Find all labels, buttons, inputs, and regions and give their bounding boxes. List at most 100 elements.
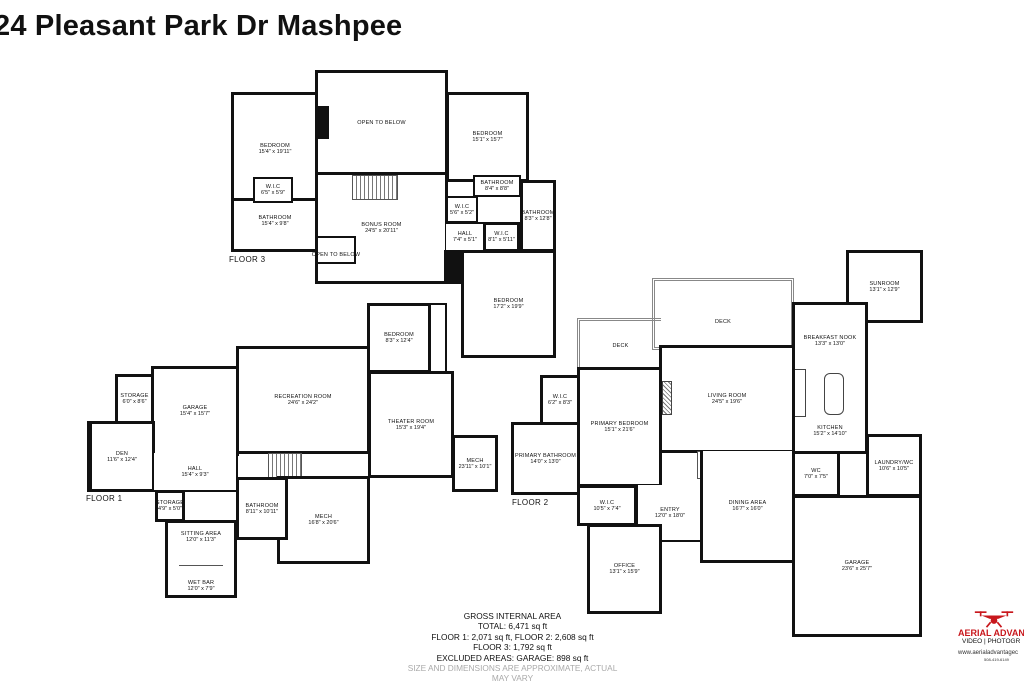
kitchen-island <box>824 373 844 415</box>
room-wc: WC 7'0" x 7'5" <box>792 451 840 497</box>
room-hall-f3: HALL 7'4" x 5'1" <box>446 222 484 252</box>
room-theater-room: THEATER ROOM 15'3" x 19'4" <box>368 371 454 478</box>
room-dims: 4'9" x 5'0" <box>157 506 183 512</box>
room-laundry-wc: LAUNDRY/WC 10'6" x 10'5" <box>866 434 922 497</box>
room-bedroom-f1: BEDROOM 8'3" x 12'4" <box>367 303 431 373</box>
room-dims: 24'5" x 20'11" <box>365 228 398 234</box>
room-name: OFFICE <box>613 563 636 569</box>
room-living-room: LIVING ROOM 24'5" x 19'6" <box>659 345 795 453</box>
room-dims: 14'0" x 13'0" <box>530 458 561 465</box>
room-deck-left: DECK <box>577 318 661 370</box>
area-excluded: EXCLUDED AREAS: GARAGE: 898 sq ft <box>436 652 589 663</box>
room-dims: 7'0" x 7'5" <box>803 474 829 480</box>
room-name: LIVING ROOM <box>707 393 747 399</box>
room-name: KITCHEN <box>817 425 843 431</box>
room-wic-f3-right: W.I.C 8'1" x 5'11" <box>483 222 520 252</box>
room-mech-f1-right: MECH 23'11" x 10'1" <box>452 435 498 492</box>
room-dims: 7'4" x 5'1" <box>452 237 478 243</box>
room-dims: 10'6" x 10'5" <box>878 465 910 472</box>
room-bedroom-f3-bottom: BEDROOM 17'2" x 19'9" <box>461 250 556 358</box>
room-name: DECK <box>612 343 629 349</box>
closet-f1 <box>429 303 447 373</box>
room-name: PRIMARY BEDROOM <box>590 421 649 427</box>
room-office: OFFICE 13'1" x 15'9" <box>587 524 662 614</box>
room-name: OPEN TO BELOW <box>311 252 361 258</box>
room-dims: 13'1" x 15'9" <box>609 569 640 575</box>
room-dims: 12'0" x 18'0" <box>654 512 686 519</box>
floor-2-label: FLOOR 2 <box>512 498 549 507</box>
room-name: BEDROOM <box>493 298 524 304</box>
room-dims: 23'11" x 10'1" <box>458 463 492 470</box>
room-dims: 15'4" x 19'11" <box>258 149 292 155</box>
room-name: W.I.C <box>494 231 509 237</box>
room-dims: 12'0" x 7'9" <box>187 586 215 592</box>
staircase <box>268 453 302 478</box>
area-disclaimer: SIZE AND DIMENSIONS ARE APPROXIMATE, ACT… <box>407 663 618 683</box>
room-name: W.I.C <box>265 184 281 190</box>
room-name: BEDROOM <box>384 332 414 338</box>
room-name: HALL <box>457 231 473 237</box>
room-name: BEDROOM <box>472 131 503 137</box>
room-name: DINING AREA <box>728 499 767 506</box>
room-name: W.I.C <box>552 394 568 400</box>
room-dims: 12'0" x 11'3" <box>186 537 216 543</box>
room-den: DEN 11'6" x 12'4" <box>87 421 155 492</box>
chimney-block <box>444 250 462 284</box>
room-dims: 16'8" x 20'6" <box>308 520 339 526</box>
room-wic-f2-lower: W.I.C 10'5" x 7'4" <box>577 485 637 526</box>
company-logo: AERIAL ADVAN VIDEO | PHOTOGR www.aeriala… <box>958 608 1024 662</box>
room-primary-bedroom: PRIMARY BEDROOM 15'1" x 21'6" <box>577 367 662 487</box>
room-name: PRIMARY BATHROOM <box>515 452 576 459</box>
room-dims: 15'4" x 15'7" <box>179 411 211 417</box>
room-name: BREAKFAST NOOK <box>803 335 857 341</box>
room-mech-f1: MECH 16'8" x 20'6" <box>277 476 370 564</box>
room-name: HALL <box>187 465 203 472</box>
logo-tagline: VIDEO | PHOTOGR <box>962 638 1021 645</box>
room-bathroom-f3-left: BATHROOM 15'4" x 9'8" <box>231 198 319 252</box>
room-bathroom-f1: BATHROOM 8'11" x 10'11" <box>236 477 288 540</box>
room-name: WET BAR <box>187 580 215 586</box>
room-dims: 6'0" x 8'6" <box>122 399 147 405</box>
room-sitting-area: SITTING AREA 12'0" x 11'3" WET BAR 12'0"… <box>165 520 237 598</box>
room-name: W.I.C <box>454 203 470 210</box>
room-dims: 8'3" x 12'8" <box>524 216 552 222</box>
room-name: SUNROOM <box>869 280 900 287</box>
room-name: MECH <box>315 514 332 520</box>
room-name: BATHROOM <box>521 210 555 216</box>
room-name: BATHROOM <box>480 180 514 186</box>
room-dims: 15'1" x 21'6" <box>604 427 635 433</box>
room-wic-f3-mid: W.I.C 5'6" x 5'2" <box>446 196 478 223</box>
room-dims: 15'2" x 14'10" <box>813 431 847 437</box>
area-floors-1-2: FLOOR 1: 2,071 sq ft, FLOOR 2: 2,608 sq … <box>431 631 594 642</box>
room-name: GARAGE <box>844 560 870 566</box>
room-dims: 6'2" x 8'3" <box>547 400 573 406</box>
logo-website: www.aerialadvantagec <box>958 650 1019 656</box>
room-dims: 17'2" x 19'9" <box>493 304 524 310</box>
room-name: BATHROOM <box>258 215 292 221</box>
room-name: WC <box>811 468 821 474</box>
room-name: OPEN TO BELOW <box>357 119 406 126</box>
room-dims: 8'1" x 5'11" <box>488 237 515 243</box>
room-name: SITTING AREA <box>180 531 222 537</box>
wet-bar: WET BAR 12'0" x 7'9" <box>179 565 223 592</box>
room-open-to-below: OPEN TO BELOW <box>315 70 448 175</box>
room-garage-f2: GARAGE 23'6" x 25'7" <box>792 495 922 637</box>
room-dims: 6'5" x 5'9" <box>260 190 286 196</box>
area-total: TOTAL: 6,471 sq ft <box>477 621 548 632</box>
floor-1-label: FLOOR 1 <box>86 494 123 503</box>
room-name: ENTRY <box>660 506 680 513</box>
room-dims: 15'4" x 9'8" <box>261 221 289 227</box>
room-bathroom-f3-right: BATHROOM 8'3" x 12'8" <box>520 180 556 252</box>
logo-phone: 508-419-6149 <box>984 657 1009 662</box>
room-dims: 5'6" x 5'2" <box>449 209 475 216</box>
room-dims: 11'6" x 12'4" <box>107 456 137 463</box>
room-dims: 15'3" x 19'4" <box>395 424 427 431</box>
room-garage-f1: GARAGE 15'4" x 15'7" <box>151 366 239 456</box>
area-floor-3: FLOOR 3: 1,792 sq ft <box>473 642 552 653</box>
room-name: STORAGE <box>155 500 185 506</box>
room-dining-area: DINING AREA 16'7" x 16'0" <box>700 451 795 563</box>
room-name: RECREATION ROOM <box>274 394 332 400</box>
room-name: BONUS ROOM <box>361 222 402 228</box>
room-deck-main: DECK <box>652 278 794 350</box>
room-name: W.I.C <box>599 499 615 506</box>
